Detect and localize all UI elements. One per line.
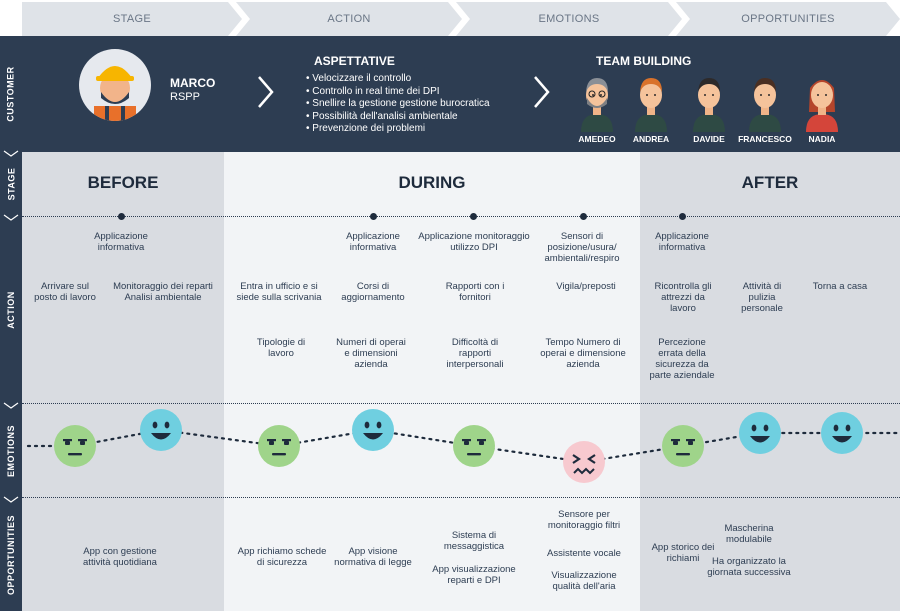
touchpoint-marker [679,213,686,220]
team-member-name: AMEDEO [578,134,616,144]
action-label: Arrivare sul posto di lavoro [34,281,96,303]
expectations-title: ASPETTATIVE [314,54,395,68]
expectation-item: • Velocizzare il controllo [306,73,412,84]
customer-name: MARCO [170,76,216,90]
action-label: Corsi di aggiornamento [341,281,405,303]
expectation-item: • Prevenzione dei problemi [306,123,426,134]
team-title: TEAM BUILDING [596,54,692,68]
touchpoint-label: Sensori di posizione/usura/ ambientali/r… [544,231,620,264]
stage-tab-stage: STAGE [22,2,242,36]
pain-point-label: Numeri di operai e dimensioni azienda [336,337,406,370]
expectation-item: • Controllo in real time dei DPI [306,85,440,97]
touchpoint-marker [580,213,587,220]
happy-face-icon [352,409,394,451]
team-member-avatar-icon [749,78,781,132]
side-chevron-icon [3,496,19,503]
opportunity-label: Visualizzazione qualità dell'aria [551,570,617,592]
side-chevron-icon [3,402,19,409]
divider [22,497,900,498]
team-member-name: NADIA [808,134,836,144]
arrow-right-icon [258,76,274,108]
phase-title-before: BEFORE [87,173,159,192]
divider [22,403,900,404]
phase-after-column [640,152,900,611]
action-label: Monitoraggio dei reparti Analisi ambient… [113,281,213,303]
side-label-emotions: EMOTIONS [6,424,17,478]
team-member-avatar-icon [693,78,725,132]
neutral-face-icon [662,425,704,467]
side-label-customer: CUSTOMER [6,66,16,122]
pain-point-label: Tempo Numero di operai e dimensione azie… [540,337,626,370]
phase-title-after: AFTER [741,173,799,192]
phase-title-during: DURING [398,173,466,192]
touchpoint-marker [370,213,377,220]
team-member-name: FRANCESCO [738,134,792,144]
pain-point-label: Difficoltà di rapporti interpersonali [446,337,504,370]
opportunity-label: Sistema di messaggistica [443,530,505,552]
pain-point-label: Percezione errata della sicurezza da par… [649,337,715,381]
touchpoint-marker [470,213,477,220]
opportunity-label: App storico dei richiami [651,542,715,564]
opportunity-label: App richiamo schede di sicurezza [237,546,327,568]
opportunity-label: App visualizzazione reparti e DPI [432,564,516,586]
neutral-face-icon [453,425,495,467]
opportunity-label: Sensore per monitoraggio filtri [547,509,621,531]
phase-before-column [22,152,224,611]
expectation-item: • Possibilità dell'analisi ambientale [306,110,458,122]
happy-face-icon [140,409,182,451]
stage-header-bar: STAGE ACTION EMOTIONS OPPORTUNITIES [0,0,900,36]
action-label: Ricontrolla gli attrezzi da lavoro [654,281,712,314]
team-member-avatar-icon [635,78,667,132]
expectation-item: • Snellire la gestione gestione burocrat… [306,98,490,109]
side-label-opportunities: OPPORTUNITIES [6,514,17,595]
expectations-list: • Velocizzare il controllo • Controllo i… [306,73,490,136]
customer-band: MARCO RSPP ASPETTATIVE • Velocizzare il … [22,36,900,152]
neutral-face-icon [258,425,300,467]
sad-face-icon [563,441,605,483]
action-label: Vigila/preposti [556,281,616,292]
opportunity-label: Assistente vocale [547,548,621,559]
side-chevron-icon [3,214,19,221]
team-member-avatar-icon [806,80,838,132]
divider [22,216,900,217]
touchpoint-label: Applicazione informativa [94,231,148,253]
neutral-face-icon [54,425,96,467]
stage-tab-opportunities: OPPORTUNITIES [676,2,900,36]
opportunity-label: Ha organizzato la giornata successiva [707,556,791,578]
stage-tab-emotions: EMOTIONS [456,2,682,36]
action-label: Attività di pulizia personale [741,281,783,314]
action-label: Rapporti con i fornitori [445,281,505,303]
worker-avatar-icon [79,49,151,121]
side-chevron-icon [3,150,19,157]
team-member-avatar-icon [581,78,613,132]
touchpoint-label: Applicazione monitoraggio utilizzo DPI [418,231,530,253]
action-label: Entra in ufficio e si siede sulla scriva… [236,281,322,303]
side-label-action: ACTION [6,291,16,329]
opportunity-label: App con gestione attività quotidiana [83,546,157,568]
customer-role: RSPP [170,91,200,103]
stage-tab-action: ACTION [236,2,462,36]
touchpoint-label: Applicazione informativa [655,231,709,253]
phase-during-column [224,152,640,611]
opportunity-label: App visione normativa di legge [334,546,412,568]
happy-face-icon [739,412,781,454]
emotion-curve [26,428,900,464]
touchpoint-label: Applicazione informativa [346,231,400,253]
opportunity-label: Mascherina modulabile [724,523,774,545]
action-label: Torna a casa [812,281,868,292]
side-label-column: CUSTOMER STAGE ACTION EMOTIONS OPPORTUNI… [0,36,22,611]
team-member-name: DAVIDE [693,134,725,144]
touchpoint-marker [118,213,125,220]
pain-point-label: Tipologie di lavoro [256,337,306,359]
side-label-stage: STAGE [6,167,16,201]
arrow-right-icon [534,76,550,108]
happy-face-icon [821,412,863,454]
team-member-name: ANDREA [632,134,670,144]
